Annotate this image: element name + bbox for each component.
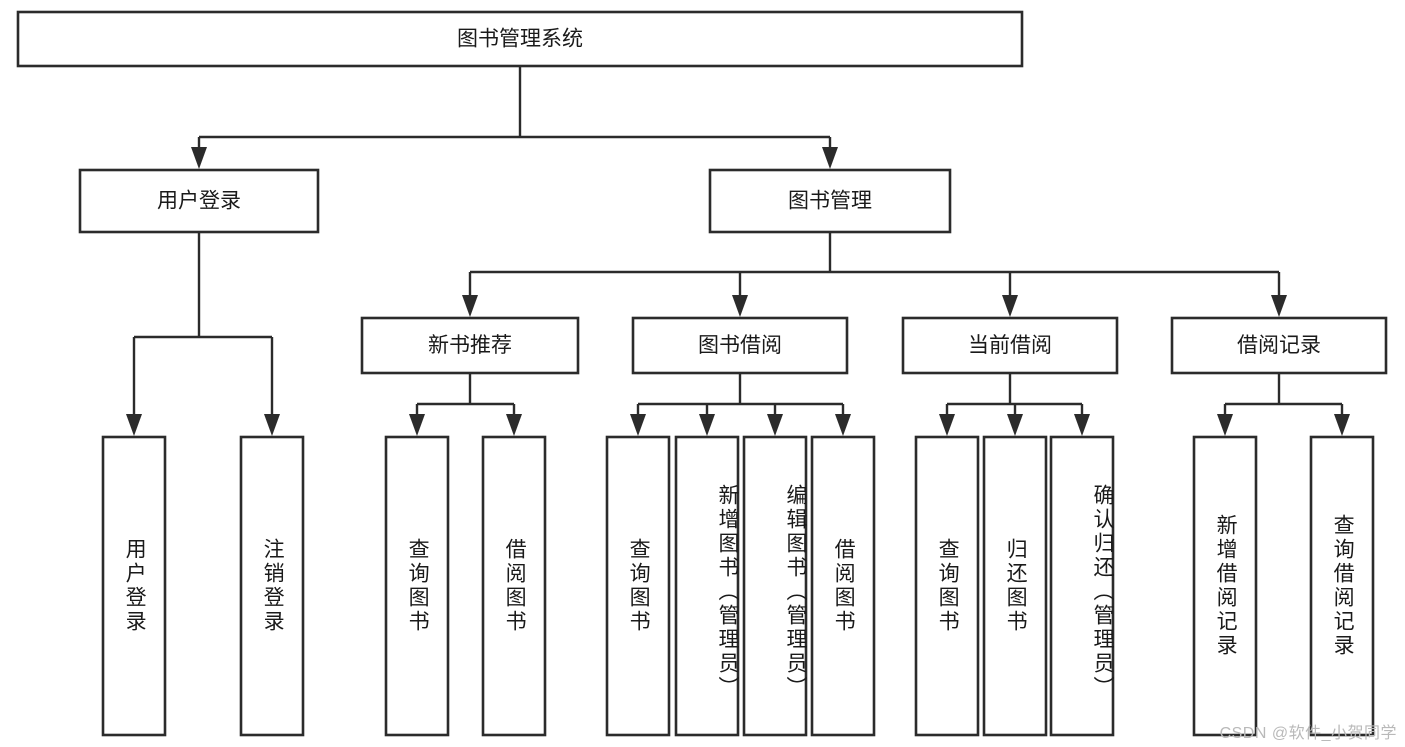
arrow-head-icon [1271,295,1287,317]
node-box-book-borrow[interactable] [631,316,849,375]
watermark-text: CSDN @软件_小贺同学 [1219,725,1397,742]
arrow-head-icon [1217,414,1233,436]
arrow-head-icon [409,414,425,436]
node-box-new-book-recommend[interactable] [360,316,580,375]
arrow-head-icon [630,414,646,436]
node-box-leaf-query-book-1[interactable] [384,435,450,737]
node-box-leaf-return-book[interactable] [982,435,1048,737]
arrow-head-icon [1007,414,1023,436]
arrow-head-icon [1334,414,1350,436]
arrow-head-icon [1002,295,1018,317]
node-label-borrow-records: 借阅记录 [1237,334,1321,357]
node-box-current-borrow[interactable] [901,316,1119,375]
arrow-head-icon [822,147,838,169]
node-box-leaf-add-book-admin[interactable] [674,435,740,737]
node-label-book-management: 图书管理 [788,190,872,213]
node-box-leaf-edit-book-admin[interactable] [742,435,808,737]
arrow-head-icon [264,414,280,436]
arrow-head-icon [126,414,142,436]
arrow-head-icon [939,414,955,436]
node-box-leaf-confirm-return[interactable] [1049,435,1115,737]
node-box-book-management[interactable] [708,168,952,234]
node-label-book-borrow: 图书借阅 [698,334,782,357]
node-box-user-login[interactable] [78,168,320,234]
node-box-leaf-user-login[interactable] [101,435,167,737]
arrow-head-icon [506,414,522,436]
arrow-head-icon [1074,414,1090,436]
arrow-head-icon [835,414,851,436]
node-box-leaf-user-logout[interactable] [239,435,305,737]
edges-layer [126,66,1350,436]
node-label-user-login: 用户登录 [157,190,241,213]
boxes-layer [16,10,1388,737]
node-box-leaf-query-borrow-record[interactable] [1309,435,1375,737]
node-label-root: 图书管理系统 [457,28,583,51]
node-box-leaf-query-book-2[interactable] [605,435,671,737]
arrow-head-icon [732,295,748,317]
node-box-root[interactable] [16,10,1024,68]
node-box-leaf-borrow-book-2[interactable] [810,435,876,737]
node-box-leaf-borrow-book-1[interactable] [481,435,547,737]
node-box-leaf-add-borrow-record[interactable] [1192,435,1258,737]
node-label-new-book-recommend: 新书推荐 [428,334,512,357]
arrow-head-icon [191,147,207,169]
node-box-leaf-query-book-3[interactable] [914,435,980,737]
arrow-head-icon [699,414,715,436]
node-box-borrow-records[interactable] [1170,316,1388,375]
node-label-current-borrow: 当前借阅 [968,334,1052,357]
arrow-head-icon [462,295,478,317]
arrow-head-icon [767,414,783,436]
